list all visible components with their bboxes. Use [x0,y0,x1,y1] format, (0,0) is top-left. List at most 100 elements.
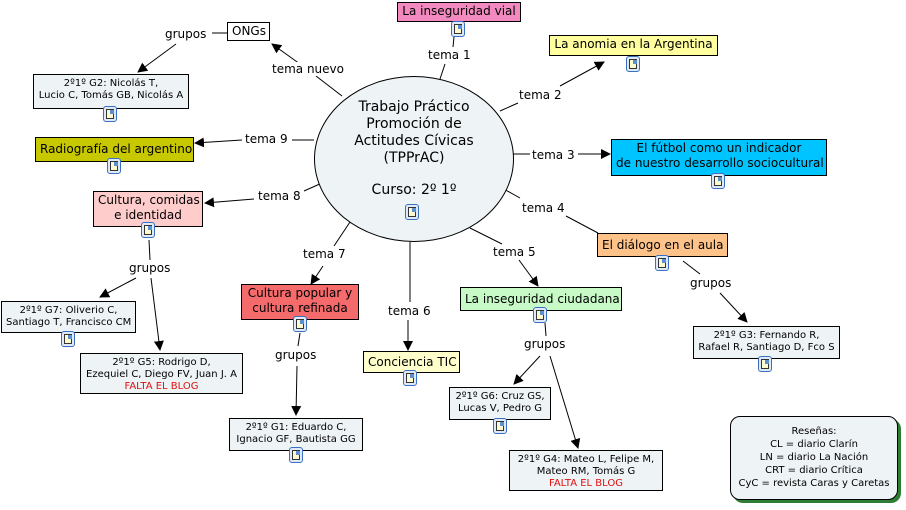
topic-cultura-comidas-line-1: Cultura, comidas [98,193,200,207]
group-g7-line-1: 2º1º G7: Oliverio C, [19,305,118,316]
legend-line-cl: CL = diario Clarín [770,439,858,450]
topic-conciencia-tic-label: Conciencia TIC [368,355,457,369]
group-g5-line-1: 2º1º G5: Rodrigo D, [112,357,211,368]
arrow-g3 [719,292,748,323]
topic-ongs[interactable]: ONGs [227,22,270,41]
connector-tema-nuevo [315,75,343,97]
arrow-vial [452,36,455,48]
group-g6-line-2: Lucas V, Pedro G [457,403,543,414]
topic-radiografia[interactable]: Radiografía del argentino [35,137,194,162]
link-label-tema2: tema 2 [517,88,564,102]
document-icon[interactable] [289,447,303,463]
link-label-tema1: tema 1 [426,48,473,62]
link-label-tema6: tema 6 [386,304,433,318]
group-g1-line-2: Ignacio GF, Bautista GG [236,434,356,445]
central-title-line-2: Promoción de [366,116,462,132]
central-title-line-3: Actitudes Cívicas [354,133,474,149]
legend-box: Reseñas: CL = diario Clarín LN = diario … [730,416,898,500]
arrow-cultura [204,197,255,208]
document-icon[interactable] [711,173,725,189]
group-g5[interactable]: 2º1º G5: Rodrigo D, Ezequiel C, Diego FV… [80,353,243,394]
arrow-g2 [137,43,177,73]
link-label-tema-nuevo: tema nuevo [270,62,346,76]
arrow-dialogo [565,215,599,234]
topic-futbol[interactable]: El fútbol como un indicador de nuestro d… [611,139,827,176]
central-course: Curso: 2º 1º [371,182,457,198]
group-g3-line-2: Rafael R, Santiago D, Fco S [698,342,835,353]
topic-ongs-label: ONGs [232,24,266,38]
connector-tema5 [469,227,503,245]
document-icon[interactable] [141,222,155,238]
arrow-g7 [99,277,137,298]
link-label-grupos-ongs: grupos [163,27,209,41]
document-icon[interactable] [293,316,307,332]
group-g4-line-2: Mateo RM, Tomás G [536,466,636,477]
arrow-popular [310,265,324,285]
document-icon[interactable] [451,21,465,37]
arrow-ongs [271,43,301,65]
connector-popular-grupos [297,332,301,347]
legend-line-crt: CRT = diario Crítica [765,465,863,476]
arrow-radiografia [194,137,243,148]
topic-inseguridad-vial[interactable]: La inseguridad vial [397,2,521,22]
group-g3[interactable]: 2º1º G3: Fernando R, Rafael R, Santiago … [693,326,840,359]
group-g4[interactable]: 2º1º G4: Mateo L, Felipe M, Mateo RM, To… [509,450,663,491]
arrow-g5 [150,277,164,351]
central-concept[interactable]: Trabajo Práctico Promoción de Actitudes … [314,76,514,242]
legend-line-cyc: CyC = revista Caras y Caretas [738,478,890,489]
central-title-line-1: Trabajo Práctico [358,99,470,115]
legend-title: Reseñas: [791,426,837,437]
link-label-tema3: tema 3 [530,148,577,162]
link-label-tema7: tema 7 [301,247,348,261]
topic-dialogo[interactable]: El diálogo en el aula [597,233,728,257]
topic-dialogo-label: El diálogo en el aula [602,238,724,252]
topic-anomia-label: La anomia en la Argentina [554,37,713,51]
group-g7-line-2: Santiago T, Francisco CM [6,317,132,328]
document-icon[interactable] [103,106,117,122]
group-g5-line-2: Ezequiel C, Diego FV, Juan J. A [86,369,237,380]
group-g6[interactable]: 2º1º G6: Cruz GS, Lucas V, Pedro G [449,387,551,420]
group-g2-line-1: 2º1º G2: Nicolás T, [63,78,159,89]
link-label-tema4: tema 4 [520,201,567,215]
document-icon[interactable] [107,158,121,174]
link-label-grupos-ciudadana: grupos [522,337,568,351]
group-g3-line-1: 2º1º G3: Fernando R, [713,330,820,341]
arrow-anomia [559,61,605,87]
document-icon[interactable] [61,331,75,347]
group-g7[interactable]: 2º1º G7: Oliverio C, Santiago T, Francis… [1,301,136,333]
document-icon[interactable] [655,255,669,271]
document-icon[interactable] [493,418,507,434]
group-g2-line-2: Lucio C, Tomás GB, Nicolás A [38,90,184,101]
document-icon[interactable] [405,204,419,220]
topic-cultura-comidas-line-2: e identidad [114,208,182,222]
group-g2[interactable]: 2º1º G2: Nicolás T, Lucio C, Tomás GB, N… [33,74,189,109]
topic-cultura-popular-line-2: cultura refinada [252,301,348,315]
topic-conciencia-tic[interactable]: Conciencia TIC [363,351,460,373]
connector-ciudadana-grupos [544,322,547,337]
link-label-grupos-cultura: grupos [127,261,173,275]
group-g6-line-1: 2º1º G6: Cruz GS, [455,391,545,402]
arrow-g1 [291,365,302,416]
group-g5-warning: FALTA EL BLOG [124,381,199,392]
topic-inseguridad-vial-label: La inseguridad vial [402,4,516,18]
document-icon[interactable] [533,307,547,323]
topic-futbol-line-2: de nuestro desarrollo sociocultural [616,156,824,170]
arrow-g4 [549,355,581,449]
document-icon[interactable] [403,370,417,386]
central-title-line-4: (TPPrAC) [383,150,445,166]
document-icon[interactable] [626,56,640,72]
link-label-tema9: tema 9 [243,132,290,146]
group-g1-line-1: 2º1º G1: Eduardo C, [245,422,347,433]
topic-cultura-popular[interactable]: Cultura popular y cultura refinada [241,284,359,320]
topic-cultura-comidas[interactable]: Cultura, comidas e identidad [93,191,203,227]
link-label-tema8: tema 8 [256,189,303,203]
connector-tema2 [499,102,519,112]
group-g4-warning: FALTA EL BLOG [549,478,623,489]
group-g1[interactable]: 2º1º G1: Eduardo C, Ignacio GF, Bautista… [229,418,363,451]
topic-inseguridad-ciudadana-label: La inseguridad ciudadana [465,292,620,306]
topic-anomia[interactable]: La anomia en la Argentina [549,35,718,56]
connector-dialogo-grupos [682,260,701,275]
arrow-g6 [513,355,541,385]
document-icon[interactable] [758,356,772,372]
